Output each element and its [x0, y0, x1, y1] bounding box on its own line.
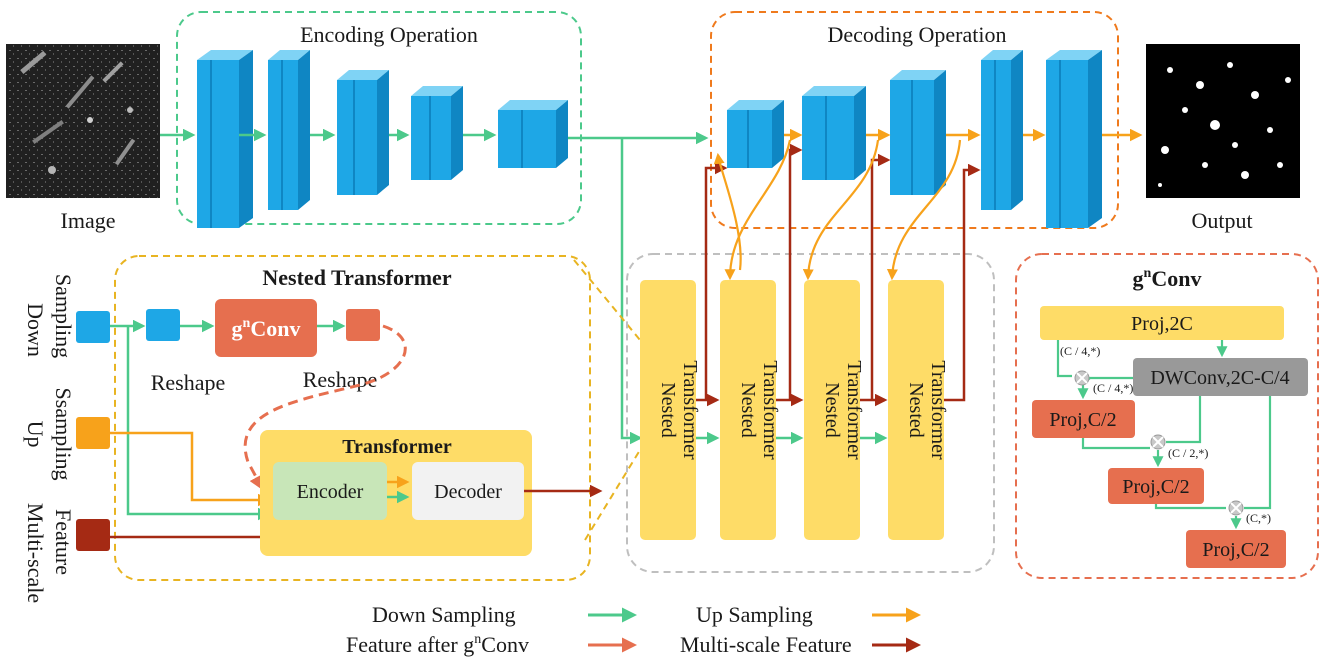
reshape-label-2: Reshape: [303, 367, 378, 392]
nested-transformer-title: Nested Transformer: [262, 265, 451, 290]
side-label-down-1: Down: [23, 303, 48, 357]
decoder-blocks: [727, 50, 1102, 228]
transformer-title: Transformer: [342, 436, 452, 458]
nested-green-arrows: [110, 319, 346, 521]
svg-text:Transformer: Transformer: [927, 360, 949, 460]
encoding-container: [176, 11, 582, 225]
svg-text:Nested: Nested: [737, 382, 759, 438]
decoder-box: [412, 462, 524, 520]
nested-transformer-container: [114, 255, 591, 581]
input-image: [6, 44, 160, 198]
decoding-container: [710, 11, 1119, 229]
gnconv-panel: [1015, 253, 1319, 579]
legend: Down Sampling Up Sampling Feature after …: [346, 602, 921, 657]
gnconv-panel-title: gnConv: [1133, 266, 1202, 291]
proj-c2-label-b: Proj,C/2: [1122, 476, 1189, 498]
encoder-block-4: [411, 86, 463, 180]
encoder-blocks: [197, 50, 568, 228]
svg-text:Transformer: Transformer: [679, 360, 701, 460]
output-label: Output: [1191, 208, 1252, 233]
encoder-block-2: [268, 50, 310, 210]
decoder-block-4: [981, 50, 1023, 210]
nested-block-2: Nested Transformer: [720, 280, 781, 540]
decoder-label: Decoder: [434, 481, 502, 503]
nested-blocks-container: [626, 253, 995, 573]
encoder-label: Encoder: [297, 481, 364, 503]
decoder-block-3: [890, 70, 946, 195]
encoder-box: [273, 462, 387, 520]
encoding-title: Encoding Operation: [300, 22, 478, 47]
dwconv-box: [1133, 358, 1308, 396]
gnconv-box-label: gnConv: [232, 316, 301, 341]
svg-text:Nested: Nested: [657, 382, 679, 438]
input-label: Image: [61, 208, 116, 233]
up-sampling-arrow: [110, 431, 271, 507]
nested-block-3: Nested Transformer: [804, 280, 865, 540]
reshape-square-1: [146, 309, 180, 341]
reshape-square-2: [346, 309, 380, 341]
upsampling-curves: [713, 139, 962, 281]
encoder-block-5: [498, 100, 568, 168]
proj-c2-label-a: Proj,C/2: [1049, 409, 1116, 431]
side-label-up-1: Up: [23, 421, 48, 448]
decoder-block-1: [727, 100, 784, 168]
side-label-multi-2: Feature: [51, 509, 76, 575]
gnconv-feedback-curve: [243, 324, 407, 491]
multiply-nodes: [1074, 370, 1244, 516]
svg-text:Transformer: Transformer: [843, 360, 865, 460]
proj-2c-box: [1040, 306, 1284, 340]
nested-block-1: Nested Transformer: [640, 280, 701, 540]
proj-c2-label-c: Proj,C/2: [1202, 539, 1269, 561]
svg-text:Transformer: Transformer: [759, 360, 781, 460]
reshape-label-1: Reshape: [151, 370, 226, 395]
transformer-box: [260, 430, 532, 556]
annotation-1: (C / 4,*): [1060, 344, 1100, 358]
decoder-block-5: [1046, 50, 1102, 228]
proj-c2-box-b: [1108, 468, 1204, 504]
up-sampling-square: [76, 417, 110, 449]
decoder-block-2: [802, 86, 866, 180]
svg-text:Nested: Nested: [821, 382, 843, 438]
legend-down-label: Down Sampling: [372, 602, 516, 627]
side-label-down-2: Sampling: [51, 274, 76, 358]
side-label-multi-1: Multi-scale: [23, 503, 48, 603]
annotation-3: (C / 2,*): [1168, 446, 1208, 460]
zoom-connectors: [573, 259, 641, 541]
encoder-block-1: [197, 50, 253, 228]
encoder-block-3: [337, 70, 389, 195]
dwconv-label: DWConv,2C-C/4: [1150, 367, 1289, 389]
nested-block-4: Nested Transformer: [888, 280, 949, 540]
proj-2c-label: Proj,2C: [1131, 313, 1193, 335]
gnconv-box: [215, 299, 317, 357]
legend-feature-label: Feature after gnConv: [346, 632, 529, 657]
proj-c2-box-c: [1186, 530, 1286, 568]
svg-text:Nested: Nested: [905, 382, 927, 438]
side-label-up-2: Ssampling: [51, 388, 76, 481]
annotation-2: (C / 4,*): [1093, 381, 1133, 395]
skip-connection-arrows: [696, 143, 981, 407]
side-labels: Down Sampling Up Ssampling Multi-scale F…: [23, 274, 76, 603]
down-sampling-square: [76, 311, 110, 343]
multi-scale-square: [76, 519, 110, 551]
proj-c2-box-a: [1032, 400, 1135, 438]
output-image: [1146, 44, 1300, 198]
decoding-title: Decoding Operation: [828, 22, 1007, 47]
encoder-arrows: [160, 128, 709, 445]
legend-multi-label: Multi-scale Feature: [680, 632, 852, 657]
annotation-4: (C,*): [1246, 511, 1271, 525]
legend-up-label: Up Sampling: [696, 602, 813, 627]
